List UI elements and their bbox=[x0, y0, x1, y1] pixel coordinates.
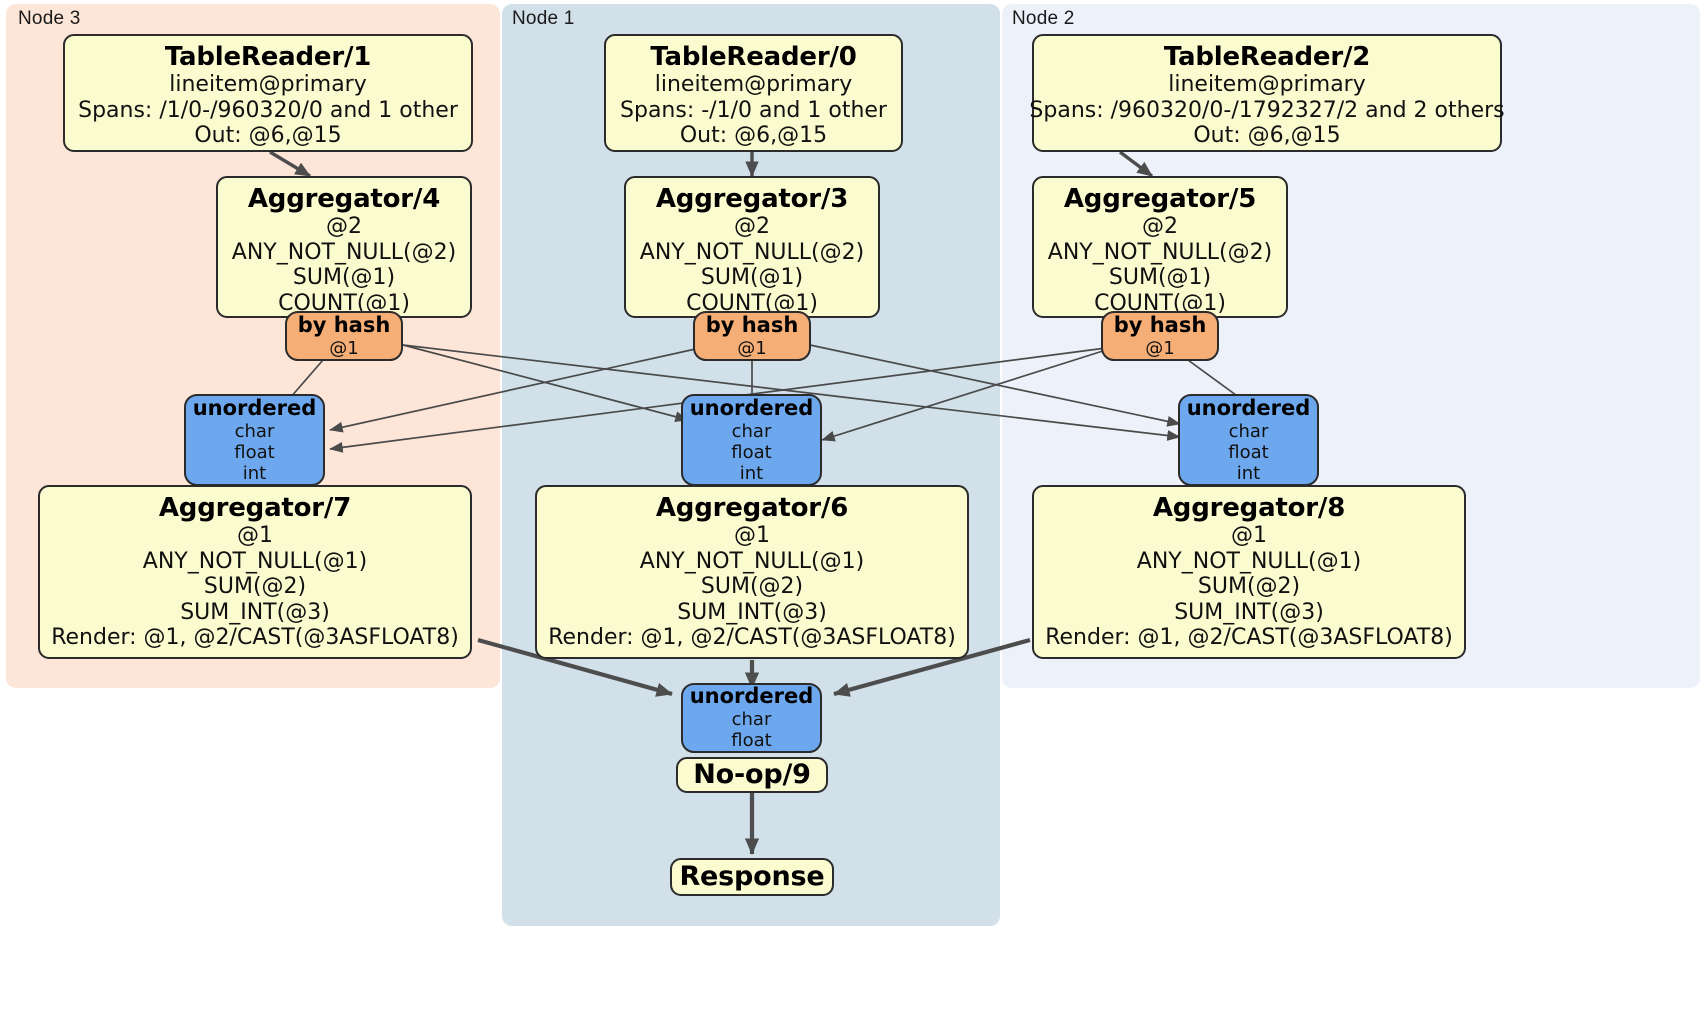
aggregator-7-render: Render: @1, @2/CAST(@3ASFLOAT8) bbox=[51, 625, 459, 651]
hash-router-node-2-title: by hash bbox=[1113, 313, 1207, 337]
table-reader-2-table: lineitem@primary bbox=[1168, 72, 1366, 98]
aggregator-7-box[interactable]: Aggregator/7 @1 ANY_NOT_NULL(@1) SUM(@2)… bbox=[38, 485, 472, 659]
aggregator-7-agg-2: SUM(@2) bbox=[203, 574, 307, 600]
aggregator-4-title: Aggregator/4 bbox=[247, 184, 441, 214]
unordered-sync-node-3-type-2: float bbox=[234, 441, 275, 463]
aggregator-3-group: @2 bbox=[734, 214, 770, 240]
table-reader-1-box[interactable]: TableReader/1 lineitem@primary Spans: /1… bbox=[63, 34, 473, 152]
panel-label-node-2: Node 2 bbox=[1012, 8, 1075, 29]
unordered-sync-node-1-type-3: int bbox=[739, 463, 764, 484]
final-unordered-sync-title: unordered bbox=[689, 684, 814, 709]
unordered-sync-node-2-type-1: char bbox=[1228, 420, 1269, 442]
aggregator-8-agg-2: SUM(@2) bbox=[1197, 574, 1301, 600]
unordered-sync-node-1-title: unordered bbox=[689, 395, 814, 420]
aggregator-4-box[interactable]: Aggregator/4 @2 ANY_NOT_NULL(@2) SUM(@1)… bbox=[216, 176, 472, 318]
table-reader-1-spans: Spans: /1/0-/960320/0 and 1 other bbox=[78, 97, 458, 123]
no-op-9-title: No-op/9 bbox=[693, 759, 811, 791]
hash-router-node-3-column: @1 bbox=[329, 337, 359, 359]
response-title: Response bbox=[679, 861, 825, 893]
aggregator-4-agg-1: ANY_NOT_NULL(@2) bbox=[231, 239, 457, 265]
aggregator-6-agg-2: SUM(@2) bbox=[700, 574, 804, 600]
unordered-sync-node-1[interactable]: unordered char float int bbox=[681, 394, 822, 486]
unordered-sync-node-1-type-2: float bbox=[731, 441, 772, 463]
hash-router-node-3[interactable]: by hash @1 bbox=[285, 311, 403, 361]
aggregator-6-group: @1 bbox=[734, 523, 770, 549]
panel-label-node-1: Node 1 bbox=[512, 8, 575, 29]
no-op-9-box[interactable]: No-op/9 bbox=[676, 757, 828, 793]
panel-label-node-3: Node 3 bbox=[18, 8, 81, 29]
hash-router-node-3-title: by hash bbox=[297, 313, 391, 337]
aggregator-4-group: @2 bbox=[326, 214, 362, 240]
table-reader-2-out: Out: @6,@15 bbox=[1193, 123, 1341, 149]
aggregator-6-agg-3: SUM_INT(@3) bbox=[677, 599, 827, 625]
table-reader-2-box[interactable]: TableReader/2 lineitem@primary Spans: /9… bbox=[1029, 34, 1505, 152]
unordered-sync-node-3-type-1: char bbox=[234, 420, 275, 442]
final-unordered-sync-type-2: float bbox=[731, 730, 772, 752]
aggregator-7-agg-1: ANY_NOT_NULL(@1) bbox=[142, 548, 368, 574]
hash-router-node-1-column: @1 bbox=[737, 337, 767, 359]
table-reader-0-title: TableReader/0 bbox=[650, 42, 857, 72]
aggregator-8-render: Render: @1, @2/CAST(@3ASFLOAT8) bbox=[1045, 625, 1453, 651]
aggregator-3-title: Aggregator/3 bbox=[655, 184, 849, 214]
aggregator-6-render: Render: @1, @2/CAST(@3ASFLOAT8) bbox=[548, 625, 956, 651]
unordered-sync-node-2-title: unordered bbox=[1186, 395, 1311, 420]
unordered-sync-node-2-type-2: float bbox=[1228, 441, 1269, 463]
aggregator-7-title: Aggregator/7 bbox=[158, 493, 352, 523]
aggregator-6-box[interactable]: Aggregator/6 @1 ANY_NOT_NULL(@1) SUM(@2)… bbox=[535, 485, 969, 659]
unordered-sync-node-1-type-1: char bbox=[731, 420, 772, 442]
hash-router-node-1-title: by hash bbox=[705, 313, 799, 337]
aggregator-8-box[interactable]: Aggregator/8 @1 ANY_NOT_NULL(@1) SUM(@2)… bbox=[1032, 485, 1466, 659]
table-reader-0-out: Out: @6,@15 bbox=[679, 123, 828, 149]
aggregator-4-agg-2: SUM(@1) bbox=[292, 265, 396, 291]
table-reader-1-table: lineitem@primary bbox=[169, 72, 367, 98]
aggregator-3-box[interactable]: Aggregator/3 @2 ANY_NOT_NULL(@2) SUM(@1)… bbox=[624, 176, 880, 318]
aggregator-3-agg-2: SUM(@1) bbox=[700, 265, 804, 291]
aggregator-5-box[interactable]: Aggregator/5 @2 ANY_NOT_NULL(@2) SUM(@1)… bbox=[1032, 176, 1288, 318]
hash-router-node-2-column: @1 bbox=[1145, 337, 1175, 359]
aggregator-3-agg-1: ANY_NOT_NULL(@2) bbox=[639, 239, 865, 265]
unordered-sync-node-2-type-3: int bbox=[1236, 463, 1261, 484]
aggregator-5-agg-1: ANY_NOT_NULL(@2) bbox=[1047, 239, 1273, 265]
aggregator-8-agg-1: ANY_NOT_NULL(@1) bbox=[1136, 548, 1362, 574]
table-reader-2-spans: Spans: /960320/0-/1792327/2 and 2 others bbox=[1029, 97, 1505, 123]
table-reader-2-title: TableReader/2 bbox=[1163, 42, 1371, 72]
table-reader-0-table: lineitem@primary bbox=[654, 72, 853, 98]
aggregator-6-title: Aggregator/6 bbox=[655, 493, 849, 523]
unordered-sync-node-3-type-3: int bbox=[242, 463, 267, 484]
table-reader-0-box[interactable]: TableReader/0 lineitem@primary Spans: -/… bbox=[604, 34, 903, 152]
unordered-sync-node-2[interactable]: unordered char float int bbox=[1178, 394, 1319, 486]
aggregator-5-group: @2 bbox=[1142, 214, 1178, 240]
table-reader-0-spans: Spans: -/1/0 and 1 other bbox=[620, 97, 887, 123]
final-unordered-sync[interactable]: unordered char float bbox=[681, 683, 822, 753]
aggregator-6-agg-1: ANY_NOT_NULL(@1) bbox=[639, 548, 865, 574]
unordered-sync-node-3-title: unordered bbox=[192, 395, 317, 420]
aggregator-7-group: @1 bbox=[237, 523, 273, 549]
aggregator-8-title: Aggregator/8 bbox=[1152, 493, 1346, 523]
table-reader-1-out: Out: @6,@15 bbox=[194, 123, 342, 149]
aggregator-5-title: Aggregator/5 bbox=[1063, 184, 1257, 214]
table-reader-1-title: TableReader/1 bbox=[164, 42, 372, 72]
aggregator-5-agg-2: SUM(@1) bbox=[1108, 265, 1212, 291]
aggregator-7-agg-3: SUM_INT(@3) bbox=[180, 599, 330, 625]
aggregator-8-agg-3: SUM_INT(@3) bbox=[1174, 599, 1324, 625]
hash-router-node-1[interactable]: by hash @1 bbox=[693, 311, 811, 361]
final-unordered-sync-type-1: char bbox=[731, 709, 772, 731]
hash-router-node-2[interactable]: by hash @1 bbox=[1101, 311, 1219, 361]
aggregator-8-group: @1 bbox=[1231, 523, 1267, 549]
response-box[interactable]: Response bbox=[670, 858, 834, 896]
unordered-sync-node-3[interactable]: unordered char float int bbox=[184, 394, 325, 486]
